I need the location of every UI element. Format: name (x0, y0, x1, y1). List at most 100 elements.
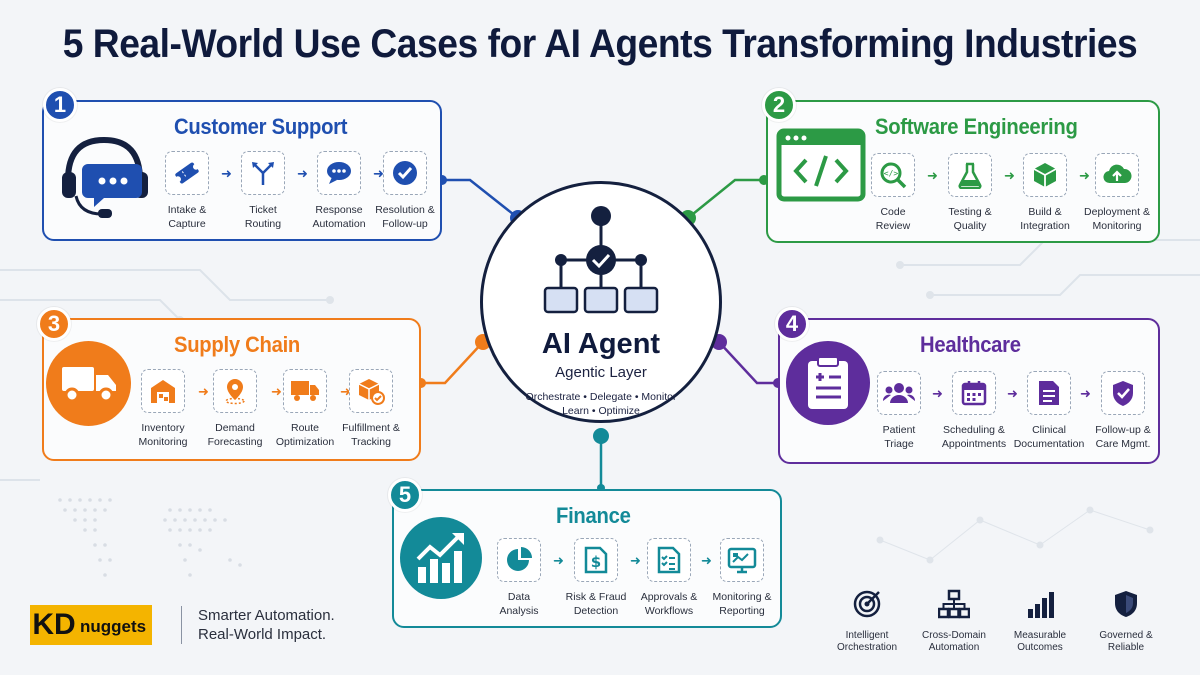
step-label: Testing & Quality (948, 206, 992, 232)
step-label: Monitoring & Reporting (712, 591, 772, 617)
checklist-icon (657, 546, 681, 574)
step-intake-capture: Intake & Capture (142, 151, 232, 231)
chat-bubble-icon (327, 162, 351, 184)
card-finance: Finance Data Analysis ➜ $ Risk & Fraud D… (392, 489, 782, 628)
step-label: Patient Triage (882, 424, 916, 450)
cloud-upload-icon (1103, 164, 1132, 184)
step-label: Approvals & Workflows (640, 591, 698, 617)
arrow-icon: ➜ (1004, 168, 1015, 183)
delivery-truck-icon (291, 381, 319, 401)
step-label: Fulfillment & Tracking (342, 422, 400, 448)
step-demand-forecasting: Demand Forecasting (190, 369, 280, 449)
feature-measurable-outcomes: Measurable Outcomes (994, 589, 1086, 654)
feature-label: Measurable Outcomes (1013, 630, 1067, 653)
flask-icon (958, 162, 982, 189)
pie-chart-icon (507, 547, 532, 571)
step-label: Resolution & Follow-up (375, 204, 435, 230)
feature-label: Governed & Reliable (1099, 630, 1153, 653)
logo-wordmark: nuggets (78, 605, 153, 645)
logo-kd: KD (30, 605, 78, 645)
step-label: Inventory Monitoring (138, 422, 188, 448)
page-title: 5 Real-World Use Cases for AI Agents Tra… (62, 22, 1138, 66)
hierarchy-icon (937, 589, 971, 619)
shield-check-icon (1113, 381, 1133, 406)
feature-label: Intelligent Orchestration (836, 630, 898, 653)
arrow-icon: ➜ (271, 384, 282, 399)
card-title: Finance (556, 503, 631, 528)
hub-tagline: Orchestrate • Delegate • Monitor Learn •… (525, 391, 677, 417)
document-icon (1039, 381, 1059, 405)
card-title: Supply Chain (174, 332, 301, 357)
location-pin-icon (225, 379, 245, 405)
truck-icon (62, 367, 116, 403)
step-label: Data Analysis (499, 591, 539, 617)
svg-text:$: $ (591, 553, 601, 571)
card-title: Healthcare (920, 332, 1021, 357)
step-label: Build & Integration (1020, 206, 1070, 232)
feature-label: Cross-Domain Automation (922, 630, 986, 653)
step-inventory-monitoring: Inventory Monitoring (118, 369, 208, 449)
arrow-icon: ➜ (932, 386, 943, 401)
step-follow-up-care: Follow-up & Care Mgmt. (1078, 371, 1168, 451)
ai-agent-hub: AI Agent Agentic Layer Orchestrate • Del… (480, 181, 722, 423)
check-circle-icon (393, 161, 417, 185)
step-approvals-workflows: Approvals & Workflows (624, 538, 714, 618)
step-clinical-documentation: Clinical Documentation (1004, 371, 1094, 451)
step-scheduling-appointments: Scheduling & Appointments (929, 371, 1019, 451)
world-map-dots (58, 498, 242, 577)
step-label: Intake & Capture (167, 204, 207, 230)
step-route-optimization: Route Optimization (260, 369, 350, 449)
step-label: Follow-up & Care Mgmt. (1095, 424, 1151, 450)
step-resolution-follow-up: Resolution & Follow-up (360, 151, 450, 231)
routing-icon (252, 162, 274, 185)
growth-chart-icon (416, 533, 464, 583)
step-label: Code Review (875, 206, 911, 232)
monitor-chart-icon (727, 547, 757, 574)
arrow-icon: ➜ (701, 553, 712, 568)
arrow-icon: ➜ (297, 166, 308, 181)
feature-intelligent-orchestration: Intelligent Orchestration (821, 589, 913, 654)
code-window-icon (776, 128, 866, 202)
badge-number: 5 (388, 478, 422, 512)
step-label: Clinical Documentation (1013, 424, 1085, 450)
arrow-icon: ➜ (373, 166, 384, 181)
agent-hierarchy-icon (543, 206, 659, 314)
feature-cross-domain-automation: Cross-Domain Automation (908, 589, 1000, 654)
target-icon (853, 590, 881, 618)
step-label: Response Automation (312, 204, 366, 230)
warehouse-icon (151, 380, 175, 403)
step-label: Deployment & Monitoring (1084, 206, 1150, 232)
arrow-icon: ➜ (198, 384, 209, 399)
calendar-icon (961, 381, 987, 406)
card-title: Customer Support (174, 114, 348, 139)
headset-chat-icon (62, 136, 148, 218)
step-label: Risk & Fraud Detection (565, 591, 627, 617)
step-build-integration: Build & Integration (1000, 153, 1090, 233)
arrow-icon: ➜ (553, 553, 564, 568)
bar-growth-icon (1028, 592, 1054, 618)
arrow-icon: ➜ (340, 384, 351, 399)
arrow-icon: ➜ (221, 166, 232, 181)
badge-number: 1 (43, 88, 77, 122)
box-check-icon (358, 379, 385, 405)
step-fulfillment-tracking: Fulfillment & Tracking (326, 369, 416, 449)
svg-text:</>: </> (884, 169, 899, 178)
step-code-review: </> Code Review (848, 153, 938, 233)
arrow-icon: ➜ (630, 553, 641, 568)
step-testing-quality: Testing & Quality (925, 153, 1015, 233)
card-title: Software Engineering (875, 114, 1078, 139)
shield-icon (1115, 591, 1137, 617)
medical-clipboard-icon (808, 356, 848, 409)
kdnuggets-logo: KD nuggets (30, 604, 153, 646)
step-label: Demand Forecasting (207, 422, 263, 448)
step-monitoring-reporting: Monitoring & Reporting (697, 538, 787, 618)
step-label: Ticket Routing (244, 204, 282, 230)
step-response-automation: Response Automation (294, 151, 384, 231)
patients-icon (883, 383, 915, 403)
hub-title: AI Agent (541, 328, 661, 360)
badge-number: 2 (762, 88, 796, 122)
step-patient-triage: Patient Triage (854, 371, 944, 451)
arrow-icon: ➜ (1079, 168, 1090, 183)
dollar-document-icon: $ (584, 546, 608, 574)
